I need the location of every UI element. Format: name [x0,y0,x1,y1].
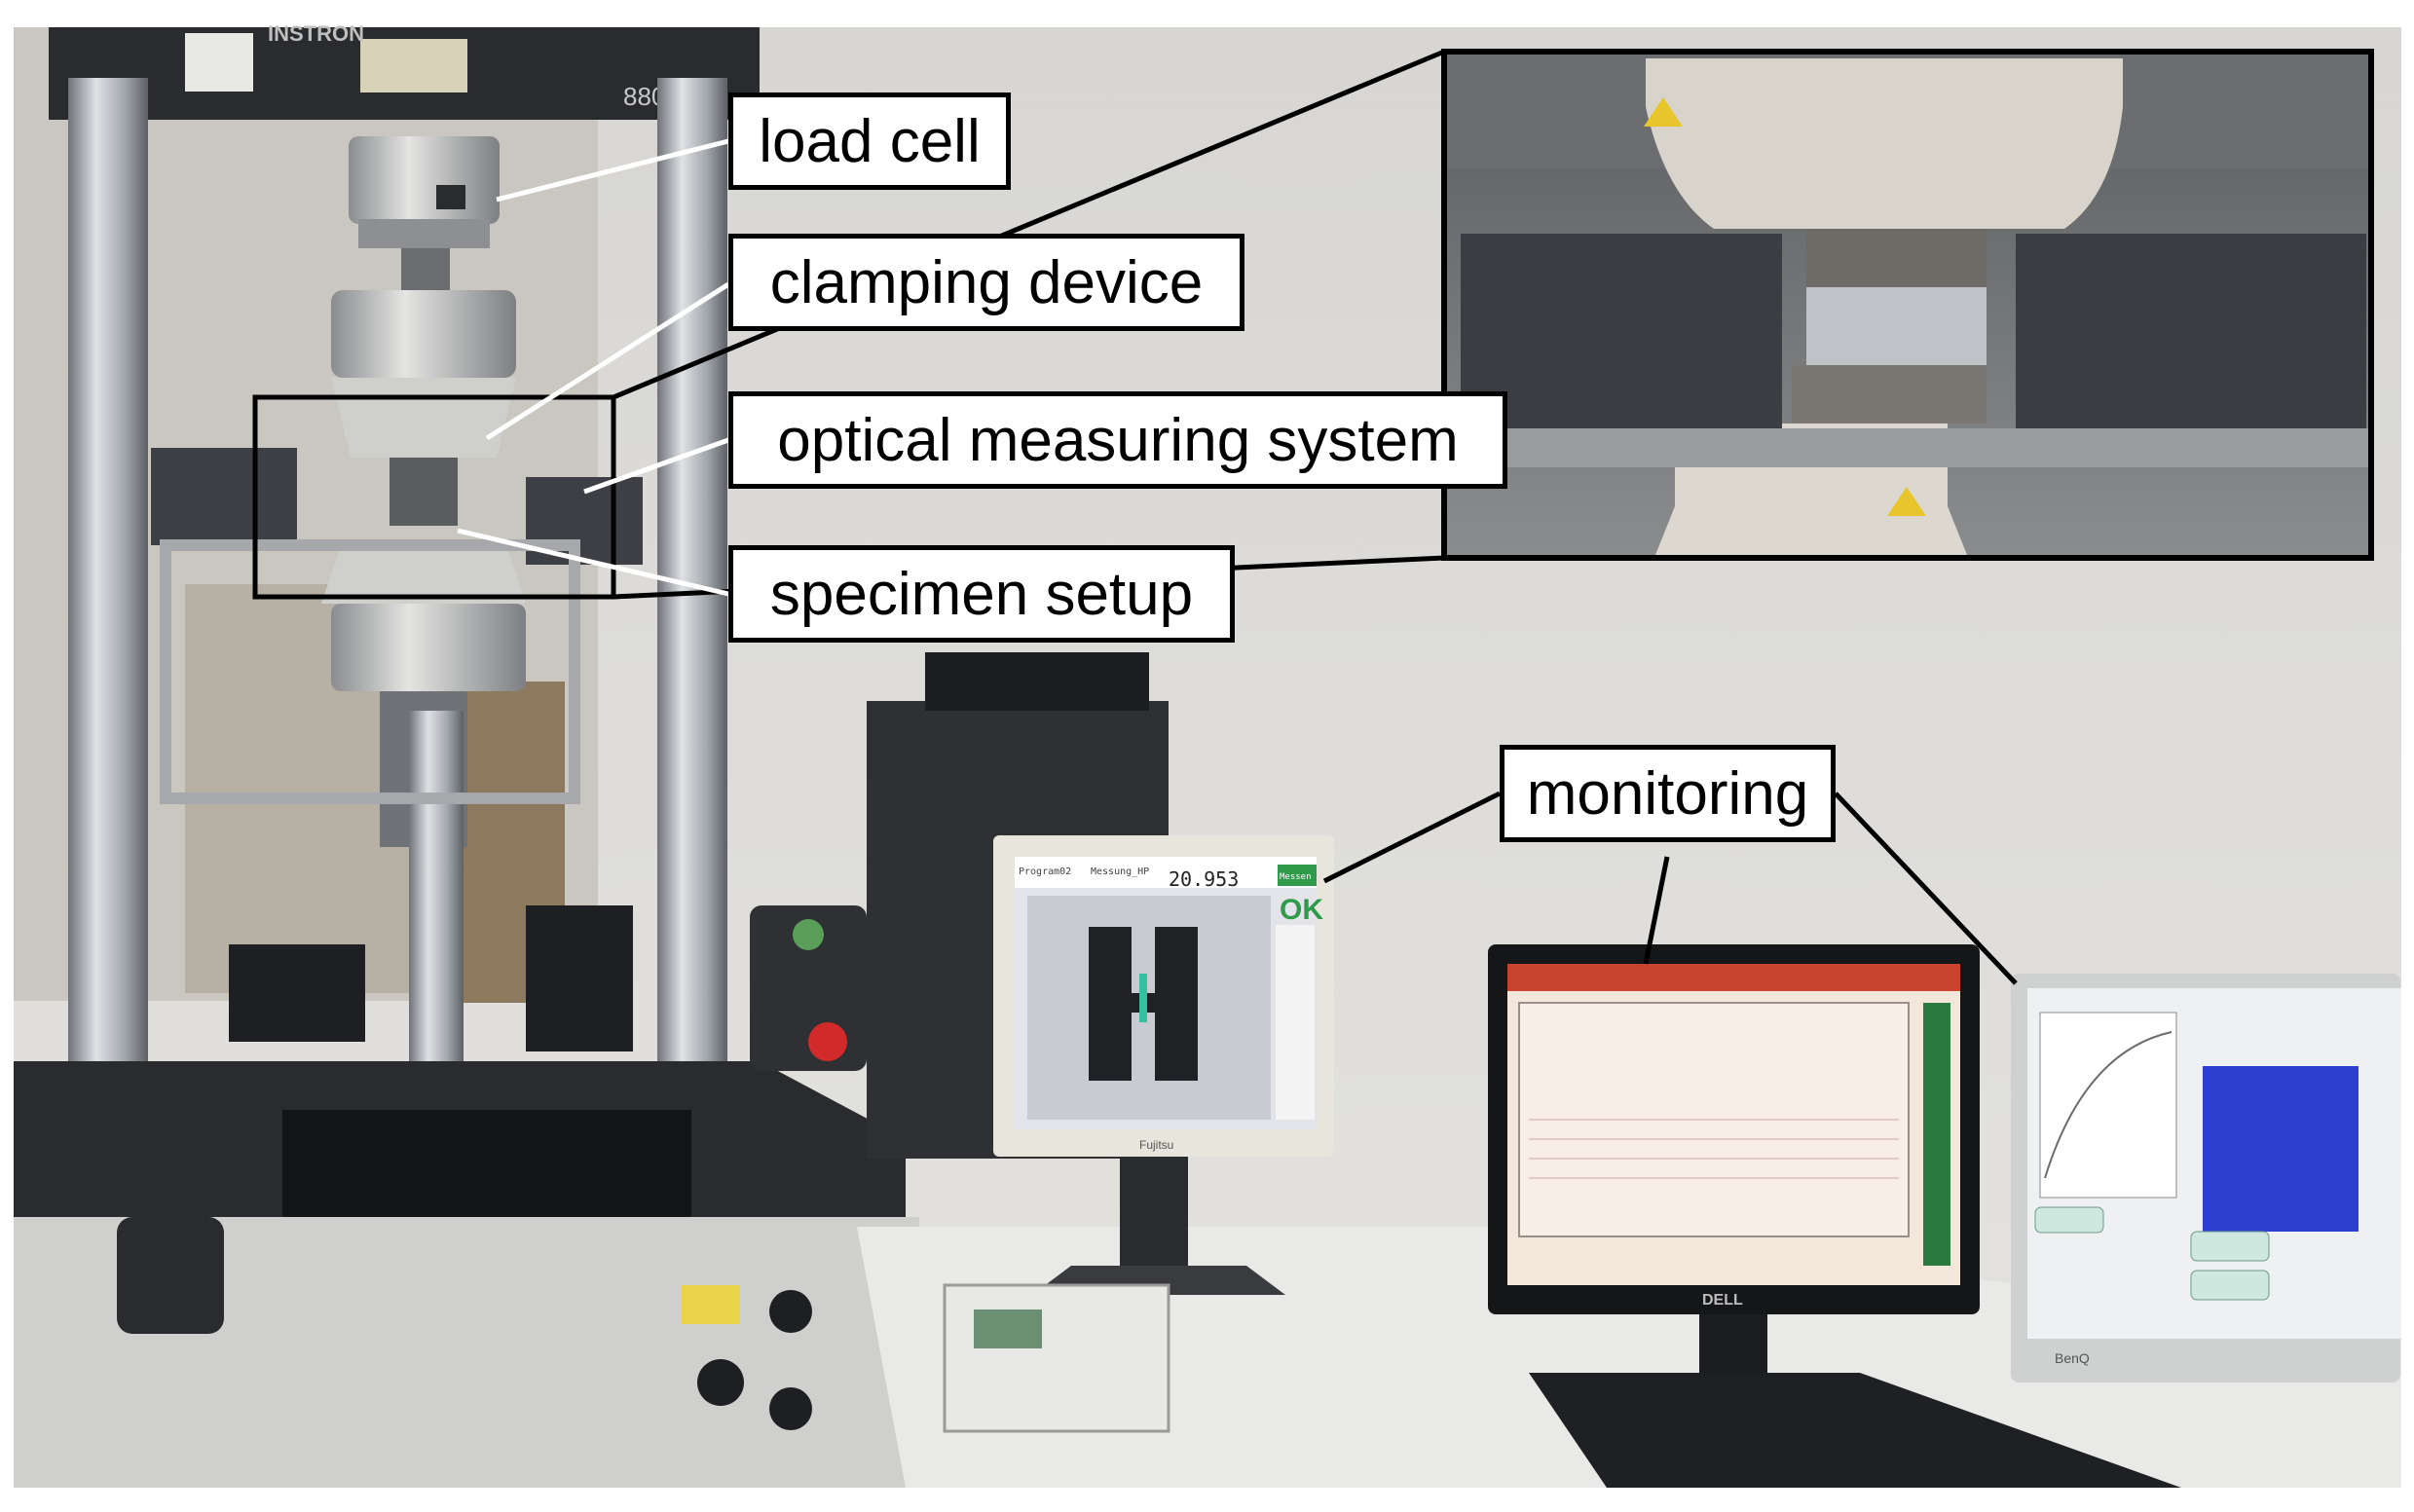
optical-system-left [151,448,297,545]
label-optical-measuring-system: optical measuring system [728,391,1507,489]
inset-optical-right [2016,234,2366,458]
specimen-highlight-box [252,394,616,600]
label-load-cell: load cell [728,92,1011,190]
label-leader-lines [457,138,730,597]
monitoring-leader-lines [1322,791,2018,985]
measurement-device [943,1283,1170,1433]
ok-status: OK [1280,894,1323,926]
keyboard [1529,1373,2181,1488]
left-column [68,78,148,1139]
right-monitor-brand: BenQ [2055,1350,2090,1366]
inset-upper-clamp [1646,58,2123,229]
label-specimen-setup: specimen setup [728,545,1235,643]
measure-button-label: Messen [1280,872,1312,882]
camera-program: Program02 [1019,867,1071,877]
upper-clamp [331,290,516,378]
label-clamping-device: clamping device [728,234,1244,331]
inset-specimen [1806,287,1987,365]
measure-button[interactable] [1278,865,1317,886]
lower-clamp [331,604,526,691]
label-monitoring: monitoring [1500,745,1836,842]
machine-brand-top: INSTRON [268,21,364,46]
right-plot [2203,1066,2358,1232]
middle-plot [1529,1119,1899,1179]
camera-title: Messung_HP [1091,867,1149,877]
inset-optical-left [1461,234,1782,428]
camera-monitor-brand: Fujitsu [1139,1138,1173,1152]
camera-value: 20.953 [1169,867,1239,891]
middle-monitor-brand: DELL [1702,1292,1743,1309]
load-cell-body [349,136,500,224]
